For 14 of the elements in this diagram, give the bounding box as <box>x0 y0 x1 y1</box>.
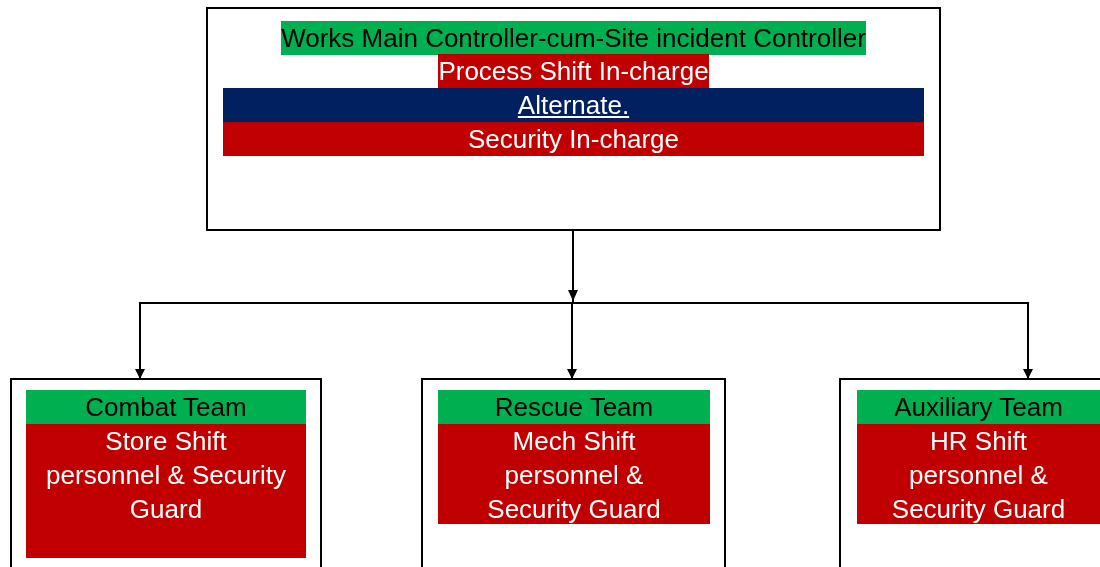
team-title: Rescue Team <box>438 390 710 424</box>
role-title: Works Main Controller-cum-Site incident Controller <box>281 21 866 55</box>
team-members-text: Store Shift personnel & Security Guard <box>26 424 306 558</box>
role-label: Security In-charge <box>223 122 924 156</box>
controller-box <box>206 7 941 231</box>
team-box <box>839 378 1100 567</box>
team-title: Combat Team <box>26 390 306 424</box>
team-title: Auxiliary Team <box>857 390 1100 424</box>
role-label: Alternate. <box>223 88 924 122</box>
role-label: Process Shift In-charge <box>438 54 709 88</box>
team-members-text: HR Shift personnel & Security Guard <box>857 424 1100 524</box>
team-box <box>10 378 322 567</box>
team-box <box>421 378 726 567</box>
team-members-text: Mech Shift personnel & Security Guard <box>438 424 710 524</box>
